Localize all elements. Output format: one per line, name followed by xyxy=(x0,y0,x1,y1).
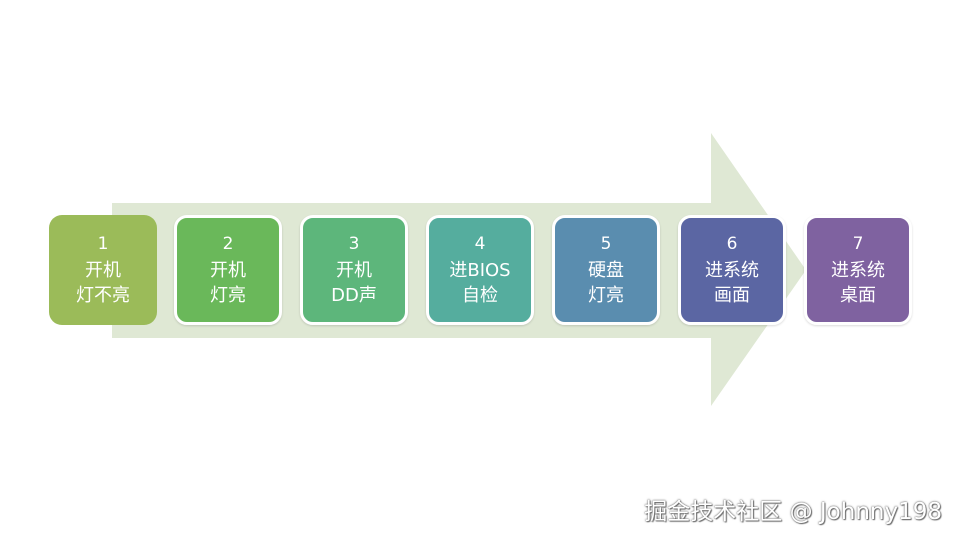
step-number: 7 xyxy=(852,233,864,254)
step-label-line1: 进系统 xyxy=(705,259,759,281)
step-3: 3 开机 DD声 xyxy=(300,215,408,325)
step-label-line2: 灯亮 xyxy=(588,284,624,306)
watermark: 掘金技术社区 @ Johnny198 xyxy=(644,499,942,525)
step-label-line2: 画面 xyxy=(714,284,750,306)
step-5: 5 硬盘 灯亮 xyxy=(552,215,660,325)
step-label-line2: DD声 xyxy=(331,284,377,306)
step-label-line1: 进BIOS xyxy=(449,259,511,281)
step-6: 6 进系统 画面 xyxy=(678,215,786,325)
step-4: 4 进BIOS 自检 xyxy=(426,215,534,325)
step-label-line2: 自检 xyxy=(462,284,498,306)
step-label-line1: 硬盘 xyxy=(588,259,624,281)
step-number: 4 xyxy=(474,233,486,254)
step-label-line1: 开机 xyxy=(85,259,121,281)
step-1: 1 开机 灯不亮 xyxy=(49,215,157,325)
step-label-line2: 桌面 xyxy=(840,284,876,306)
step-label-line1: 开机 xyxy=(336,259,372,281)
step-label-line2: 灯亮 xyxy=(210,284,246,306)
step-label-line1: 开机 xyxy=(210,259,246,281)
step-number: 5 xyxy=(600,233,612,254)
step-label-line1: 进系统 xyxy=(831,259,885,281)
step-number: 1 xyxy=(97,233,109,254)
step-number: 3 xyxy=(348,233,360,254)
step-label-line2: 灯不亮 xyxy=(76,284,130,306)
step-number: 6 xyxy=(726,233,738,254)
step-2: 2 开机 灯亮 xyxy=(174,215,282,325)
step-7: 7 进系统 桌面 xyxy=(804,215,912,325)
step-number: 2 xyxy=(222,233,234,254)
